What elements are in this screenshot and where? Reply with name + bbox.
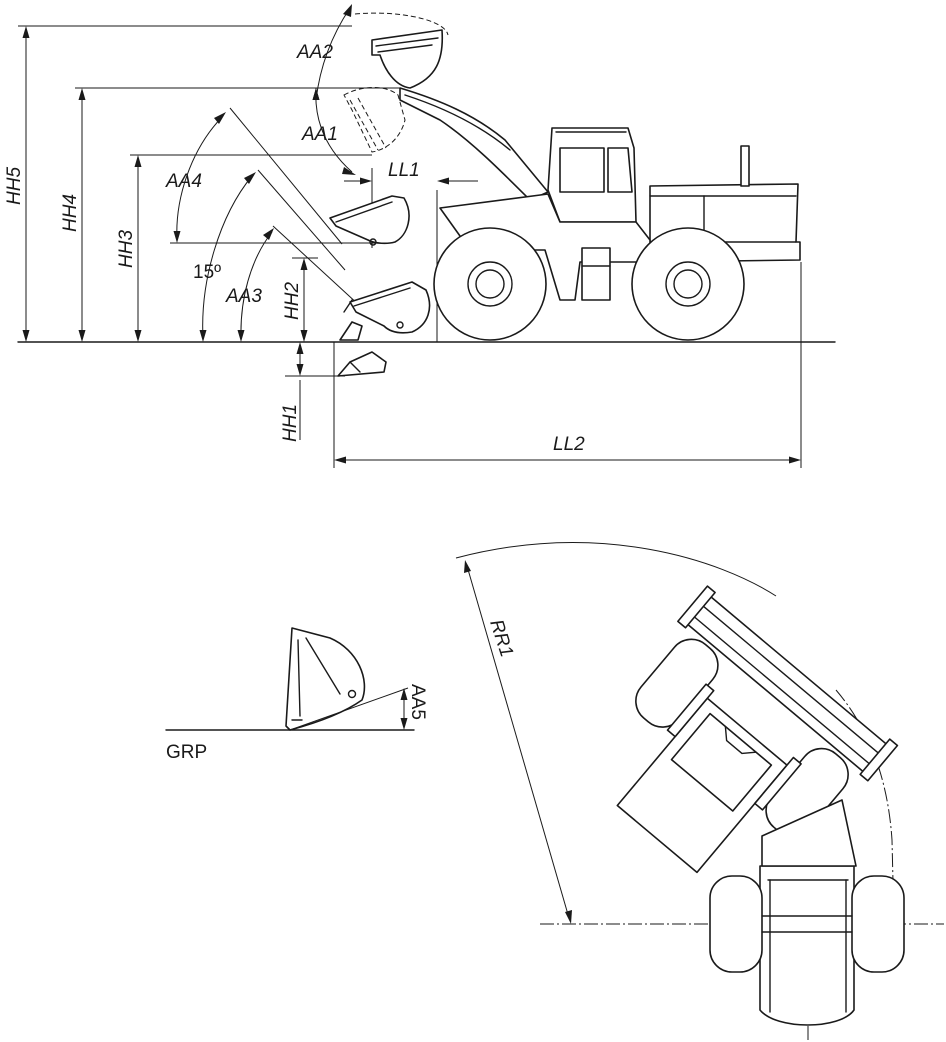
- ll1-label: LL1: [388, 160, 420, 181]
- dump-angle-15: 15º: [193, 169, 346, 342]
- hh1-label: HH1: [280, 404, 301, 442]
- dump-bucket-low: [343, 281, 431, 334]
- dump-bucket-mid: [329, 195, 410, 246]
- hh3-dimension: HH3: [116, 155, 142, 342]
- intermediate-bucket-dashed: [343, 87, 406, 153]
- ground-bucket-teeth: [337, 321, 387, 377]
- operator-cab: [547, 127, 637, 223]
- aa2-angle: AA2: [296, 4, 352, 101]
- front-section-top: [616, 585, 899, 874]
- rr1-label: RR1: [485, 617, 517, 660]
- bucket-detail-view: AA5 GRP: [165, 627, 428, 763]
- boom-arm: [399, 87, 549, 201]
- hh4-dimension: HH4: [60, 88, 86, 342]
- aa3-angle: AA3: [225, 225, 361, 342]
- hh5-label: HH5: [4, 167, 25, 205]
- grp-label: GRP: [166, 742, 207, 763]
- aa2-label: AA2: [296, 42, 333, 63]
- hh4-label: HH4: [60, 194, 81, 232]
- side-view: HH5 HH4 HH3 HH2: [4, 4, 836, 468]
- top-view-turning: RR1: [455, 542, 944, 1040]
- rear-section-top: [709, 865, 905, 1026]
- turning-radius-arc: [455, 542, 777, 597]
- hh2-dimension: HH2: [282, 257, 318, 342]
- hh3-label: HH3: [116, 230, 137, 268]
- raised-bucket: [354, 12, 449, 89]
- hh5-dimension: HH5: [4, 26, 30, 342]
- rear-wheel: [631, 227, 745, 341]
- angle-15-label: 15º: [193, 262, 221, 283]
- aa1-angle: AA1: [301, 87, 356, 175]
- rr1-dimension: RR1: [464, 560, 572, 924]
- ll2-label: LL2: [553, 434, 585, 455]
- hh1-dimension: HH1: [280, 342, 345, 442]
- front-wheel: [433, 227, 547, 341]
- aa5-angle: AA5: [400, 684, 428, 730]
- aa3-label: AA3: [225, 286, 262, 307]
- aa5-label: AA5: [407, 684, 428, 720]
- articulation-joint: [761, 799, 857, 867]
- aa1-label: AA1: [301, 124, 338, 145]
- aa4-angle: AA4: [165, 107, 343, 245]
- ll2-dimension: LL2: [333, 262, 802, 468]
- hh2-label: HH2: [282, 282, 303, 320]
- aa4-label: AA4: [165, 171, 202, 192]
